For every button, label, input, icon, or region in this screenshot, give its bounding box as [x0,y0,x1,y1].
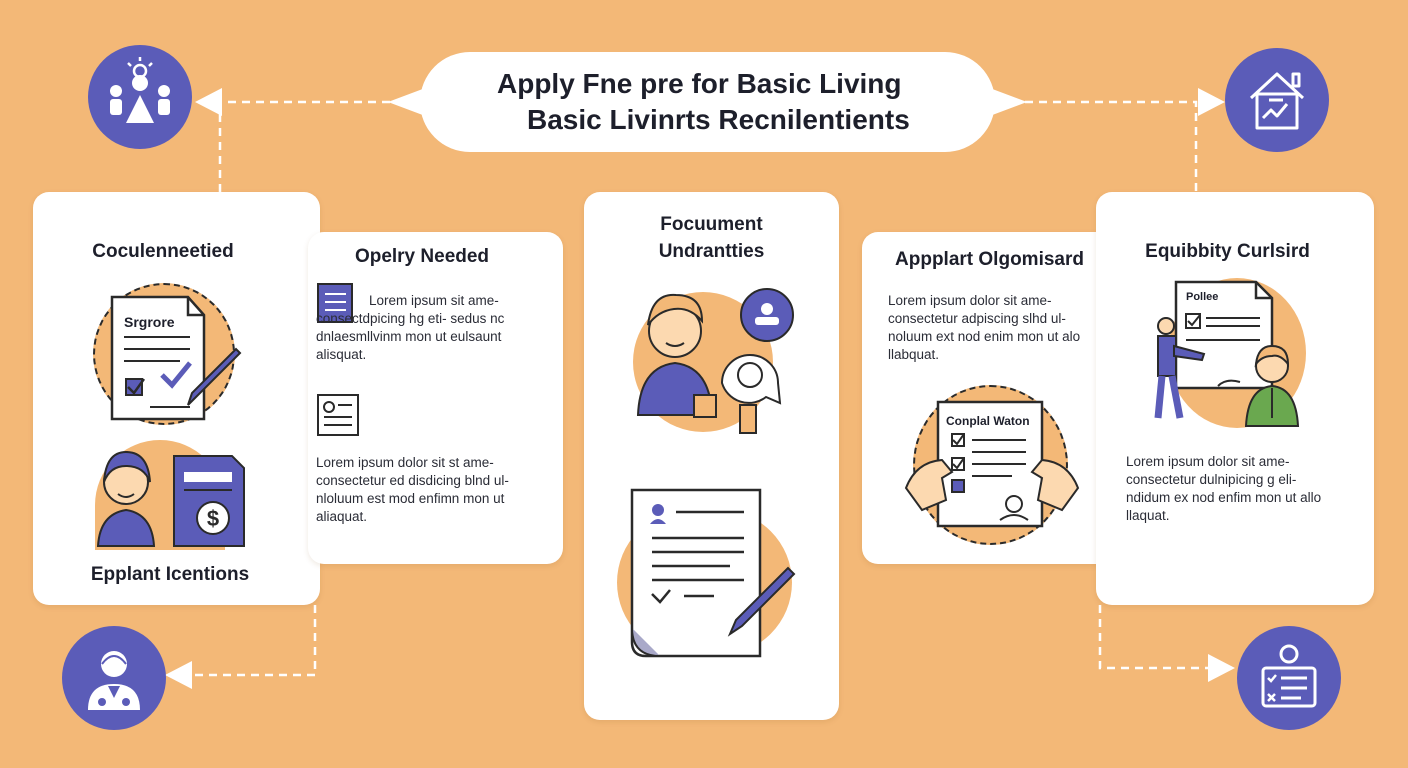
form-icon [317,394,359,436]
card-3-title-line2: Undrantties [658,241,765,262]
card-4-paragraph: Lorem ipsum dolor sit ame- consectetur a… [888,293,1081,362]
team-lightbulb-icon [88,45,192,149]
card-1-title: Coculenneetied [92,241,234,262]
page-title-line2: Basic Livinrts Recnilentients [527,104,910,135]
arrow-left-top [195,88,222,116]
form-label: Conplal Waton [946,414,1030,428]
arrow-right-top [1198,88,1225,116]
card-4-title: Appplart Olgomisard [895,249,1084,270]
person-chat-icon [636,288,794,434]
applicant-money-icon: $ [96,450,245,547]
policy-label: Pollee [1186,291,1219,303]
document-list-icon [317,283,353,323]
arrow-left-bottom [165,661,192,689]
checklist-person-icon [1237,626,1341,730]
arrow-right-bottom [1208,654,1235,682]
bubble-tail-left [388,87,428,117]
card-2-title: Opelry Needed [354,246,490,267]
card-5-paragraph: Lorem ipsum dolor sit ame- consectetur d… [1126,454,1322,523]
document-label: Srgrore [124,314,175,330]
completion-form-icon [904,400,1080,528]
card-1-footer: Epplant Icentions [90,564,250,585]
document-signing-icon [630,488,796,658]
bubble-tail-right [987,87,1027,117]
page-title-line1: Apply Fne pre for Basic Living [497,68,902,99]
title-bubble [388,52,1027,152]
signed-document-icon [110,295,242,421]
house-chart-icon [1225,48,1329,152]
card-5-title: Equibbity Curlsird [1145,241,1310,262]
card-3-title-line1: Focuument [660,214,763,235]
svg-text:$: $ [207,506,219,531]
card-2-paragraph-2: Lorem ipsum dolor sit st ame- consectetu… [316,455,509,524]
card-2-paragraph-1: Lorem ipsum sit ame- consectdpicing hg e… [316,293,505,362]
doctor-icon [62,626,166,730]
policy-discussion-icon [1154,280,1300,427]
